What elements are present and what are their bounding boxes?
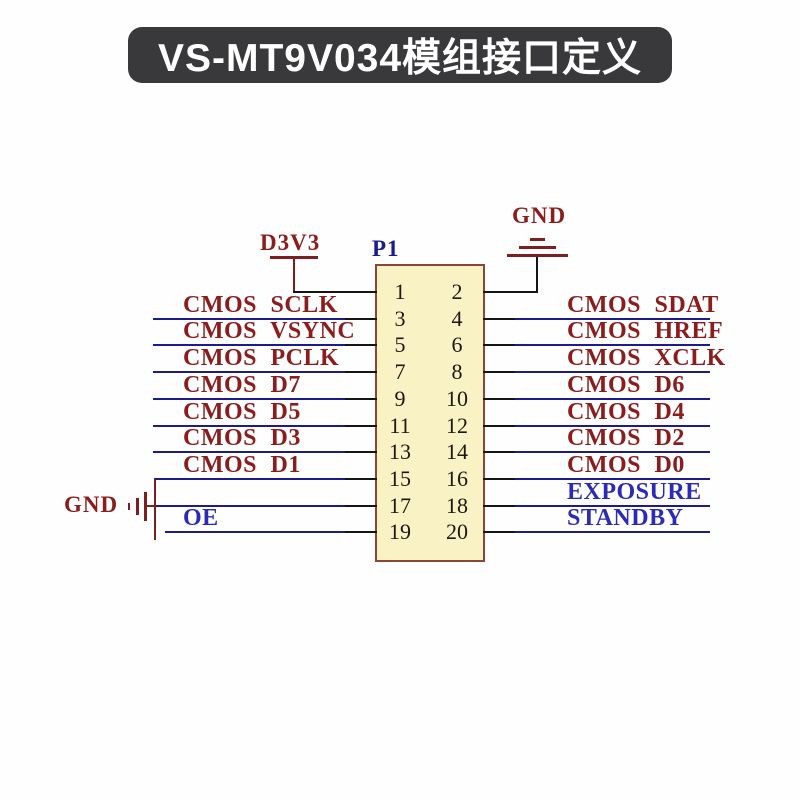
pin-stub-7 [345,371,377,373]
wire-pin-17 [156,505,347,507]
pin-stub-3 [345,318,377,320]
pin-stub-8 [483,371,517,373]
wire-pin-7 [153,371,347,373]
pin-number-4: 4 [451,306,463,331]
gnd-left-stub [147,505,156,507]
pin-number-12: 12 [446,413,468,438]
net-label-cmos-sdat: CMOS SDAT [567,292,719,318]
ground-symbol-left-bar-tall [144,492,147,521]
net-label-cmos-sclk: CMOS SCLK [183,292,338,318]
pin-stub-16 [483,478,517,480]
pin-number-15: 15 [389,466,411,491]
wire-pin-3 [153,318,347,320]
net-label-gnd-top: GND [512,203,567,228]
pin-number-19: 19 [389,519,411,544]
pin-number-6: 6 [451,332,463,357]
pin-number-14: 14 [446,439,468,464]
ground-symbol-top-bar-wide [507,254,568,257]
net-label-cmos-d7: CMOS D7 [183,372,301,398]
net-label-cmos-d6: CMOS D6 [567,372,685,398]
pin-stub-18 [483,505,517,507]
wire-pin-8 [515,371,710,373]
pin-stub-4 [483,318,517,320]
wire-pin-19 [165,531,347,533]
wire-pin-2-gnd [483,291,538,293]
pin-stub-19 [345,531,377,533]
net-label-cmos-vsync: CMOS VSYNC [183,318,356,344]
pin-stub-11 [345,425,377,427]
wire-pin-20 [515,531,710,533]
pin-stub-13 [345,451,377,453]
gnd-top-wire-vertical [536,257,538,292]
pin-number-16: 16 [446,466,468,491]
ground-symbol-left-bar-mid [136,498,139,515]
gnd-left-wire-vertical [154,478,156,540]
ground-symbol-left-bar-small [128,503,130,510]
pin-number-2: 2 [451,279,463,304]
pin-stub-6 [483,344,517,346]
pin-stub-15 [345,478,377,480]
pin-number-11: 11 [389,413,411,438]
pin-stub-5 [345,344,377,346]
net-label-cmos-d3: CMOS D3 [183,425,301,451]
pin-stub-14 [483,451,517,453]
wire-pin-5 [153,344,347,346]
wire-pin-13 [153,451,347,453]
d3v3-wire-vertical [293,259,295,292]
title-banner: VS-MT9V034模组接口定义 [128,27,672,83]
pin-number-3: 3 [394,306,406,331]
pin-stub-10 [483,398,517,400]
pin-stub-12 [483,425,517,427]
pin-number-9: 9 [394,386,406,411]
wire-pin-16 [515,478,710,480]
ground-symbol-top-bar-mid [519,246,556,249]
pin-number-20: 20 [446,519,468,544]
pin-number-7: 7 [394,359,406,384]
net-label-cmos-pclk: CMOS PCLK [183,345,340,371]
wire-pin-15 [155,478,347,480]
wire-pin-1-d3v3 [293,291,377,293]
pin-number-8: 8 [451,359,463,384]
wire-pin-4 [515,318,710,320]
pin-stub-20 [483,531,517,533]
net-label-oe: OE [183,505,219,531]
wire-pin-18 [515,505,710,507]
pin-number-1: 1 [394,279,406,304]
net-label-cmos-d5: CMOS D5 [183,399,301,425]
net-label-cmos-d1: CMOS D1 [183,452,301,478]
pin-number-10: 10 [446,386,468,411]
net-label-gnd-left: GND [64,492,119,517]
ground-symbol-top-bar-small [530,238,545,241]
wire-pin-12 [515,425,710,427]
wire-pin-14 [515,451,710,453]
wire-pin-6 [515,344,710,346]
net-label-exposure: EXPOSURE [567,479,702,505]
connector-designator: P1 [372,236,400,261]
net-label-cmos-href: CMOS HREF [567,318,724,344]
wire-pin-10 [515,398,710,400]
pin-number-5: 5 [394,332,406,357]
net-label-cmos-xclk: CMOS XCLK [567,345,726,371]
net-label-standby: STANDBY [567,505,684,531]
connector-body [375,264,485,562]
net-label-d3v3: D3V3 [260,230,321,255]
pin-stub-9 [345,398,377,400]
d3v3-power-bar [270,256,318,259]
pin-stub-17 [345,505,377,507]
net-label-cmos-d2: CMOS D2 [567,425,685,451]
net-label-cmos-d0: CMOS D0 [567,452,685,478]
pin-number-17: 17 [389,493,411,518]
pin-number-13: 13 [389,439,411,464]
wire-pin-9 [153,398,347,400]
pin-number-18: 18 [446,493,468,518]
wire-pin-11 [153,425,347,427]
page-title: VS-MT9V034模组接口定义 [157,37,643,80]
net-label-cmos-d4: CMOS D4 [567,399,685,425]
